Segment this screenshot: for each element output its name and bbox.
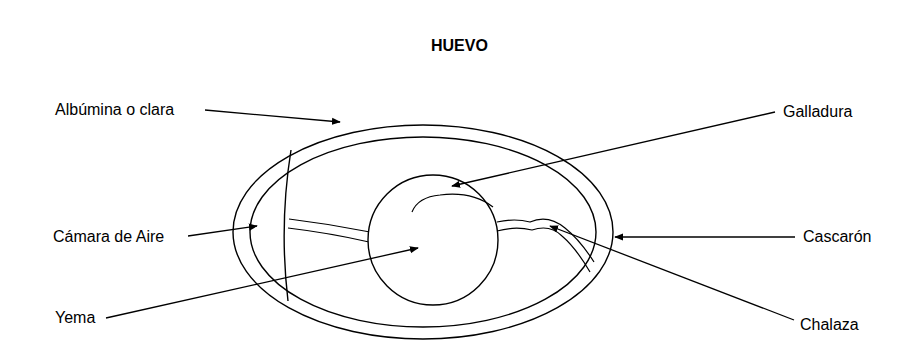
part-label: Yema [55, 309, 95, 327]
leader-line [205, 110, 340, 122]
part-label: Cámara de Aire [53, 228, 164, 246]
leader-line [550, 226, 794, 320]
leader-line [452, 112, 775, 186]
diagram-title: HUEVO [431, 37, 488, 55]
part-label: Galladura [783, 103, 852, 121]
shell-outer [233, 125, 613, 339]
leader-line [615, 236, 795, 237]
part-label: Chalaza [800, 316, 859, 334]
chalaza-left [288, 228, 369, 242]
leader-line [188, 226, 257, 236]
part-label: Cascarón [803, 228, 871, 246]
part-label: Albúmina o clara [55, 101, 174, 119]
germinal-disc [412, 194, 493, 212]
yolk-circle [368, 175, 498, 305]
leader-line [106, 248, 418, 318]
chalaza-right [497, 228, 590, 272]
